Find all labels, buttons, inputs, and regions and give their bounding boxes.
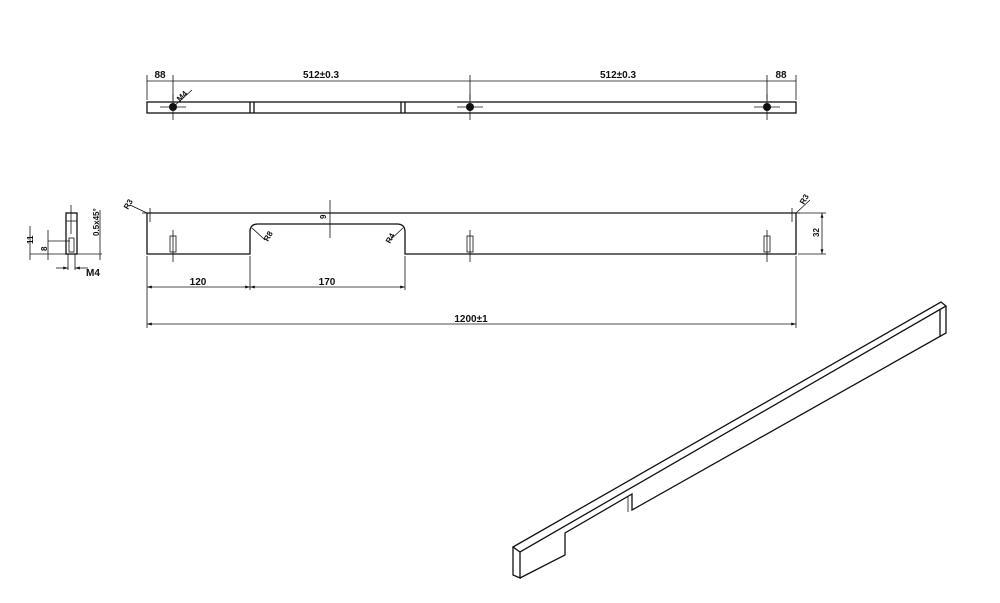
dim-512-1: 512±0.3	[303, 70, 340, 81]
dimension-lines	[146, 75, 797, 108]
dim-1200: 1200±1	[454, 314, 488, 325]
height-dim: 32	[812, 228, 821, 237]
side-thread-label: M4	[86, 268, 100, 279]
dim-88-left: 88	[154, 70, 166, 81]
radius-notch-right: R4	[384, 231, 397, 245]
chamfer-label: 0.5x45°	[92, 208, 101, 236]
dim-170: 170	[319, 277, 336, 288]
radius-right: R3	[798, 192, 811, 206]
dim-512-2: 512±0.3	[600, 70, 637, 81]
dim-120: 120	[190, 277, 207, 288]
dim-8: 8	[40, 246, 49, 251]
thread-label: M4	[175, 89, 190, 104]
side-view: 11 8 0.5x45° M4	[26, 205, 102, 279]
dim-88-right: 88	[775, 70, 787, 81]
studs	[169, 230, 771, 262]
radius-left: R3	[122, 197, 135, 211]
front-view: R3 R3 R8 R4 9 32 120 170 1200±1	[122, 192, 826, 328]
radius-notch-left: R8	[262, 229, 275, 243]
isometric-view	[511, 301, 948, 579]
dim-11: 11	[26, 235, 35, 244]
notch-depth: 9	[319, 214, 328, 219]
top-view: 88 512±0.3 512±0.3 88 M4	[146, 70, 797, 120]
